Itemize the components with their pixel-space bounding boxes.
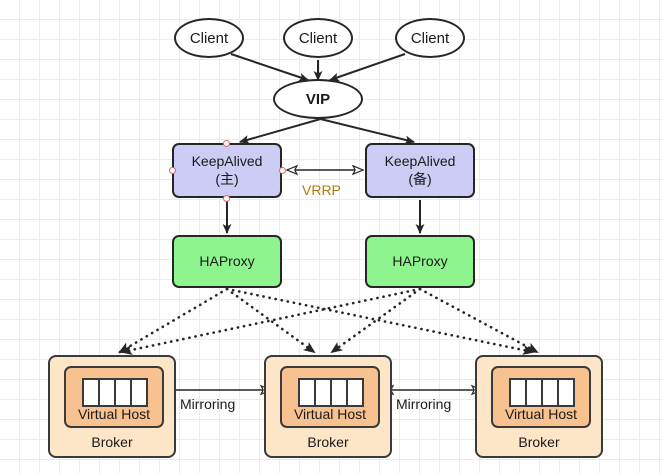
- queue-cell: [543, 380, 559, 405]
- broker-label-3: Broker: [518, 434, 560, 450]
- broker-node-3[interactable]: Virtual Host Broker: [475, 355, 603, 458]
- client-label: Client: [189, 29, 229, 47]
- vip-node[interactable]: VIP: [273, 79, 363, 119]
- queue-cell: [527, 380, 543, 405]
- haproxy-right-node[interactable]: HAProxy: [365, 235, 475, 288]
- queue-cell: [84, 380, 100, 405]
- client-node-2[interactable]: Client: [283, 18, 353, 58]
- keepalived-master-label-line2: (主): [215, 170, 239, 187]
- queue-cell: [132, 380, 146, 405]
- keepalived-master-label-line1: KeepAlived: [191, 153, 263, 169]
- queue-cell: [511, 380, 527, 405]
- queue-widget-3[interactable]: [509, 378, 575, 407]
- mirroring-edge-label-right: Mirroring: [396, 396, 452, 412]
- connection-handle-right[interactable]: [279, 167, 286, 174]
- queue-cell: [116, 380, 132, 405]
- vrrp-edge-label: VRRP: [302, 182, 341, 198]
- queue-cell: [348, 380, 362, 405]
- virtual-host-3[interactable]: Virtual Host: [491, 366, 591, 428]
- broker-node-2[interactable]: Virtual Host Broker: [264, 355, 392, 458]
- queue-cell: [300, 380, 316, 405]
- edge-haproxy-left-broker1: [118, 287, 229, 354]
- broker-label-1: Broker: [91, 434, 133, 450]
- edge-haproxy-right-broker3: [418, 287, 539, 354]
- haproxy-left-label: HAProxy: [199, 252, 255, 269]
- virtual-host-label-3: Virtual Host: [504, 406, 578, 422]
- queue-cell: [100, 380, 116, 405]
- mirroring-edge-label-left: Mirroring: [180, 396, 236, 412]
- queue-widget-2[interactable]: [298, 378, 364, 407]
- client-node-3[interactable]: Client: [395, 18, 465, 58]
- keepalived-master-node[interactable]: KeepAlived (主): [172, 143, 282, 198]
- keepalived-backup-node[interactable]: KeepAlived (备): [365, 143, 475, 198]
- virtual-host-2[interactable]: Virtual Host: [280, 366, 380, 428]
- edge-haproxy-left-broker3: [225, 287, 535, 355]
- broker-node-1[interactable]: Virtual Host Broker: [48, 355, 176, 458]
- connection-handle-left[interactable]: [169, 167, 176, 174]
- broker-label-2: Broker: [307, 434, 349, 450]
- edge-client3-vip: [329, 53, 406, 82]
- queue-widget-1[interactable]: [82, 378, 148, 407]
- connection-handle-bottom[interactable]: [223, 195, 230, 202]
- vip-label: VIP: [305, 90, 331, 108]
- client-node-1[interactable]: Client: [174, 18, 244, 58]
- edge-client1-vip: [230, 53, 309, 82]
- edge-haproxy-left-broker2: [225, 287, 316, 354]
- queue-cell: [332, 380, 348, 405]
- virtual-host-1[interactable]: Virtual Host: [64, 366, 164, 428]
- client-label: Client: [410, 29, 450, 47]
- queue-cell: [316, 380, 332, 405]
- connection-handle-top[interactable]: [223, 140, 230, 147]
- keepalived-backup-label-line1: KeepAlived: [384, 153, 456, 169]
- haproxy-right-label: HAProxy: [392, 252, 448, 269]
- queue-cell: [559, 380, 573, 405]
- edge-haproxy-right-broker2: [330, 287, 422, 354]
- haproxy-left-node[interactable]: HAProxy: [172, 235, 282, 288]
- client-label: Client: [298, 29, 338, 47]
- keepalived-backup-label-line2: (备): [408, 170, 432, 187]
- virtual-host-label-1: Virtual Host: [77, 406, 151, 422]
- edge-haproxy-right-broker1: [120, 287, 422, 355]
- virtual-host-label-2: Virtual Host: [293, 406, 367, 422]
